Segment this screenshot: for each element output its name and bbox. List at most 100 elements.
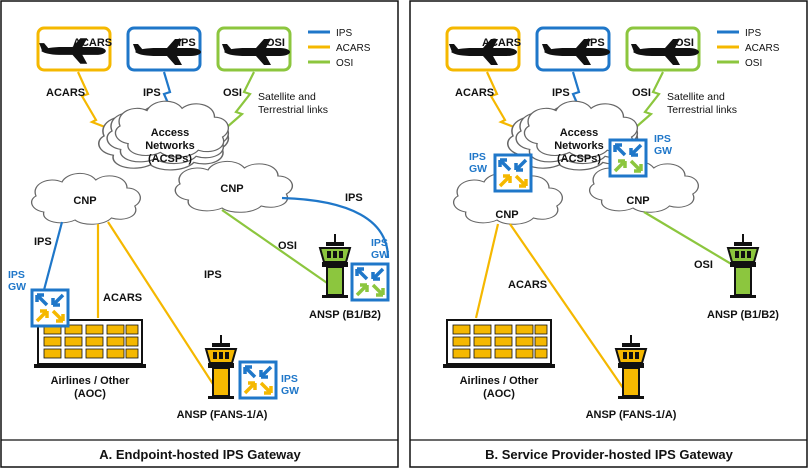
aircraft-acars-label: ACARS <box>73 37 112 49</box>
gateway-label-line2: GW <box>469 163 487 175</box>
ips-gateway-icon <box>608 138 648 178</box>
cnp-cloud-left: CNP <box>452 172 563 225</box>
satellite-label-line1: Satellite and <box>667 91 725 103</box>
osi-line-cnp-to-b1b2 <box>643 211 739 269</box>
aircraft-ips-label: IPS <box>587 37 605 49</box>
airlines-label-line1: Airlines / Other <box>51 375 131 387</box>
link-label-osi-right: OSI <box>278 240 297 252</box>
gateway-label-line1: IPS <box>8 269 25 281</box>
ips-gateway-icon <box>493 153 533 193</box>
cnp-cloud-right: CNP <box>174 160 294 213</box>
link-label-ips-left: IPS <box>34 236 52 248</box>
link-label-osi: OSI <box>223 87 242 99</box>
osi-radio-link <box>225 71 255 129</box>
gateway-label-line1: IPS <box>654 133 671 145</box>
cnp-cloud-right: CNP <box>588 160 699 213</box>
ips-gateway-icon <box>30 288 70 328</box>
ips-line-cnp-to-gw <box>42 221 64 291</box>
aircraft-osi-label: OSI <box>675 37 694 49</box>
acars-radio-link <box>76 71 119 134</box>
satellite-label-line2: Terrestrial links <box>258 104 328 116</box>
legend-label-osi: OSI <box>745 58 762 69</box>
panel-b: ACARS IPS OSI IPS ACARS OSI ACARS IPS OS… <box>409 0 808 468</box>
cnp-label: CNP <box>73 195 96 207</box>
link-label-osi: OSI <box>632 87 651 99</box>
ansp-b1b2-label: ANSP (B1/B2) <box>309 309 381 321</box>
acars-line-cnp-to-fans <box>509 223 631 399</box>
acars-radio-link <box>485 71 528 134</box>
panel-a: ACARS IPS OSI IPS ACARS OSI ACARS IPS OS… <box>0 0 399 468</box>
access-networks-line2: Networks <box>145 140 195 152</box>
link-label-acars-aoc: ACARS <box>103 292 142 304</box>
acars-line-cnp-to-aoc <box>474 223 500 319</box>
aircraft-osi: OSI <box>216 26 292 72</box>
link-label-ips: IPS <box>143 87 161 99</box>
panel-b-border <box>409 0 808 468</box>
link-label-acars: ACARS <box>46 87 85 99</box>
ansp-b1b2-label: ANSP (B1/B2) <box>707 309 779 321</box>
airlines-label-line1: Airlines / Other <box>460 375 540 387</box>
cnp-cloud-left: CNP <box>30 172 141 225</box>
gateway-label-line2: GW <box>8 281 26 293</box>
ansp-fans-label: ANSP (FANS-1/A) <box>586 409 677 421</box>
link-label-osi-right: OSI <box>694 259 713 271</box>
gateway-label-line1: IPS <box>371 237 388 249</box>
access-networks-cloud: Access Networks (ACSPs) <box>97 100 230 171</box>
satellite-label-line2: Terrestrial links <box>667 104 737 116</box>
aircraft-acars: ACARS <box>36 26 112 72</box>
gateway-label-line1: IPS <box>469 151 486 163</box>
access-networks-line2: Networks <box>554 140 604 152</box>
legend-label-acars: ACARS <box>745 43 780 54</box>
control-tower-icon <box>205 334 237 400</box>
acars-line-cnp-to-fans <box>107 221 223 399</box>
panel-a-border <box>0 0 399 468</box>
control-tower-icon <box>615 334 647 400</box>
ips-gateway-icon <box>238 360 278 400</box>
airlines-building-icon <box>442 319 556 369</box>
access-networks-line3: (ACSPs) <box>557 153 601 165</box>
link-label-acars-aoc: ACARS <box>508 279 547 291</box>
aircraft-ips: IPS <box>126 26 202 72</box>
legend-label-acars: ACARS <box>336 43 371 54</box>
access-networks-line3: (ACSPs) <box>148 153 192 165</box>
cnp-label: CNP <box>626 195 649 207</box>
link-label-ips: IPS <box>552 87 570 99</box>
access-networks-cloud: Access Networks (ACSPs) <box>506 100 639 171</box>
osi-radio-link <box>634 71 664 129</box>
ansp-fans-label: ANSP (FANS-1/A) <box>177 409 268 421</box>
aircraft-ips: IPS <box>535 26 611 72</box>
ips-line-cnp-to-b1b2-gw <box>281 196 390 259</box>
gateway-label-line1: IPS <box>281 373 298 385</box>
panel-b-title: B. Service Provider-hosted IPS Gateway <box>485 447 734 462</box>
legend-label-ips: IPS <box>336 28 352 39</box>
satellite-label-line1: Satellite and <box>258 91 316 103</box>
aircraft-acars: ACARS <box>445 26 521 72</box>
legend: IPS ACARS OSI <box>308 28 371 69</box>
cnp-label: CNP <box>220 183 243 195</box>
legend-label-osi: OSI <box>336 58 353 69</box>
aircraft-osi: OSI <box>625 26 701 72</box>
panel-a-title: A. Endpoint-hosted IPS Gateway <box>99 447 301 462</box>
gateway-label-line2: GW <box>281 385 299 397</box>
gateway-label-line2: GW <box>654 145 672 157</box>
aircraft-ips-label: IPS <box>178 37 196 49</box>
link-label-acars: ACARS <box>455 87 494 99</box>
access-networks-line1: Access <box>560 127 599 139</box>
legend-label-ips: IPS <box>745 28 761 39</box>
access-networks-line1: Access <box>151 127 190 139</box>
aircraft-osi-label: OSI <box>266 37 285 49</box>
control-tower-icon <box>727 233 759 299</box>
airlines-label-line2: (AOC) <box>74 388 106 400</box>
aircraft-acars-label: ACARS <box>482 37 521 49</box>
osi-line-cnp-to-b1b2 <box>221 209 331 286</box>
link-label-ips-right: IPS <box>345 192 363 204</box>
link-label-ips-mid: IPS <box>204 269 222 281</box>
legend: IPS ACARS OSI <box>717 28 780 69</box>
control-tower-icon <box>319 233 351 299</box>
gateway-label-line2: GW <box>371 249 389 261</box>
cnp-label: CNP <box>495 209 518 221</box>
airlines-label-line2: (AOC) <box>483 388 515 400</box>
ips-gateway-icon <box>350 262 390 302</box>
